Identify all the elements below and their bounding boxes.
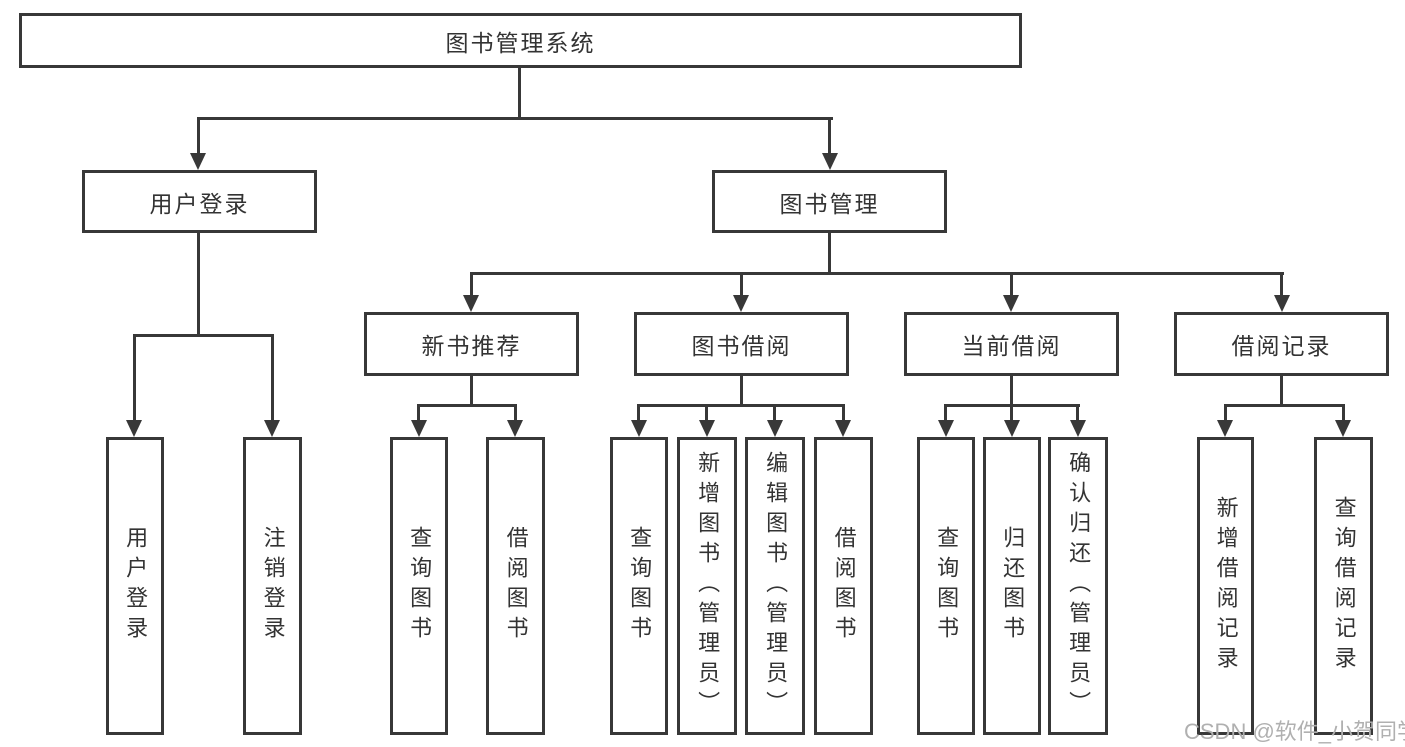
node-book-management-label: 图书管理 — [779, 190, 880, 217]
node-borrow-records-label: 借阅记录 — [1231, 333, 1332, 359]
node-library-system: 图书管理系统 — [19, 13, 1022, 68]
watermark: CSDN @软件_小贺同学 — [1184, 719, 1405, 744]
connector-stem-B1 — [637, 406, 640, 421]
leaf-user-login-label: 用户登录 — [123, 526, 149, 646]
connector-stem-D1 — [1224, 406, 1227, 421]
connector-stem-leaf-user-login — [133, 336, 136, 422]
arrow-down-icon — [1217, 420, 1233, 437]
connector-stem-C2 — [1010, 406, 1013, 421]
leaf-user-login: 用户登录 — [106, 437, 164, 735]
connector-stem-user-login — [197, 120, 200, 154]
connector-level3-rail — [470, 272, 1284, 275]
leaf-query-books-current: 查询图书 — [917, 437, 975, 735]
leaf-confirm-return-admin: 确认归还（管理员） — [1048, 437, 1108, 735]
arrow-down-icon — [835, 420, 851, 437]
connector-stem-C3 — [1076, 406, 1079, 421]
leaf-query-books-current-label: 查询图书 — [934, 526, 960, 646]
leaf-borrow-books-recommend: 借阅图书 — [486, 437, 545, 735]
arrow-down-icon — [1274, 295, 1290, 312]
arrow-down-icon — [699, 420, 715, 437]
connector-stem-C1 — [944, 406, 947, 421]
connector-groupC-rail — [944, 404, 1080, 407]
arrow-down-icon — [1070, 420, 1086, 437]
node-new-book-recommend: 新书推荐 — [364, 312, 579, 376]
leaf-edit-book-admin: 编辑图书（管理员） — [745, 437, 805, 735]
connector-groupA-stem — [470, 376, 473, 406]
connector-groupD-rail — [1224, 404, 1345, 407]
connector-stem-book-borrow — [740, 275, 743, 297]
connector-user-login-stem — [197, 233, 200, 334]
arrow-down-icon — [1003, 295, 1019, 312]
arrow-down-icon — [190, 153, 206, 170]
connector-stem-current-borrow — [1010, 275, 1013, 297]
arrow-down-icon — [463, 295, 479, 312]
arrow-down-icon — [733, 295, 749, 312]
connector-groupB-stem — [740, 376, 743, 406]
arrow-down-icon — [938, 420, 954, 437]
leaf-borrow-books-2-label: 借阅图书 — [831, 526, 857, 646]
leaf-borrow-books-recommend-label: 借阅图书 — [503, 526, 529, 646]
connector-groupD-stem — [1280, 376, 1283, 406]
arrow-down-icon — [767, 420, 783, 437]
leaf-add-book-admin-label: 新增图书（管理员） — [695, 451, 721, 721]
node-new-book-recommend-label: 新书推荐 — [421, 333, 522, 359]
leaf-query-books-recommend-label: 查询图书 — [407, 526, 433, 646]
arrow-down-icon — [1004, 420, 1020, 437]
connector-stem-book-mgmt — [828, 120, 831, 154]
arrow-down-icon — [126, 420, 142, 437]
connector-stem-borrow-records — [1280, 275, 1283, 297]
connector-stem-leaf-logout — [271, 336, 274, 422]
connector-stem-B3 — [773, 406, 776, 421]
arrow-down-icon — [411, 420, 427, 437]
arrow-down-icon — [1335, 420, 1351, 437]
arrow-down-icon — [507, 420, 523, 437]
connector-book-mgmt-stem — [828, 233, 831, 273]
leaf-confirm-return-admin-label: 确认归还（管理员） — [1066, 451, 1092, 721]
connector-user-login-rail — [133, 334, 274, 337]
leaf-edit-book-admin-label: 编辑图书（管理员） — [763, 451, 789, 721]
node-current-borrow: 当前借阅 — [904, 312, 1119, 376]
leaf-query-borrow-record: 查询借阅记录 — [1314, 437, 1373, 735]
arrow-down-icon — [264, 420, 280, 437]
node-book-borrow-label: 图书借阅 — [691, 333, 792, 359]
node-borrow-records: 借阅记录 — [1174, 312, 1389, 376]
connector-root-stem — [518, 68, 521, 120]
connector-groupA-rail — [417, 404, 517, 407]
leaf-query-books-borrow: 查询图书 — [610, 437, 668, 735]
leaf-add-book-admin: 新增图书（管理员） — [677, 437, 737, 735]
leaf-add-borrow-record-label: 新增借阅记录 — [1213, 496, 1239, 676]
node-library-system-label: 图书管理系统 — [445, 29, 596, 56]
leaf-query-borrow-record-label: 查询借阅记录 — [1331, 496, 1357, 676]
connector-level2-rail — [197, 117, 833, 120]
node-user-login-label: 用户登录 — [149, 190, 250, 217]
node-book-management: 图书管理 — [712, 170, 947, 233]
connector-groupC-stem — [1010, 376, 1013, 406]
leaf-add-borrow-record: 新增借阅记录 — [1197, 437, 1254, 735]
node-current-borrow-label: 当前借阅 — [961, 333, 1062, 359]
leaf-logout: 注销登录 — [243, 437, 302, 735]
leaf-logout-label: 注销登录 — [260, 526, 286, 646]
connector-stem-A1 — [417, 406, 420, 421]
leaf-borrow-books-2: 借阅图书 — [814, 437, 873, 735]
leaf-return-book: 归还图书 — [983, 437, 1041, 735]
leaf-query-books-borrow-label: 查询图书 — [627, 526, 653, 646]
connector-stem-B2 — [705, 406, 708, 421]
node-user-login: 用户登录 — [82, 170, 317, 233]
node-book-borrow: 图书借阅 — [634, 312, 849, 376]
connector-groupB-rail — [637, 404, 845, 407]
connector-stem-D2 — [1342, 406, 1345, 421]
arrow-down-icon — [822, 153, 838, 170]
arrow-down-icon — [631, 420, 647, 437]
leaf-return-book-label: 归还图书 — [1000, 526, 1026, 646]
leaf-query-books-recommend: 查询图书 — [390, 437, 448, 735]
connector-stem-new-book — [470, 275, 473, 297]
connector-stem-B4 — [842, 406, 845, 421]
connector-stem-A2 — [514, 406, 517, 421]
